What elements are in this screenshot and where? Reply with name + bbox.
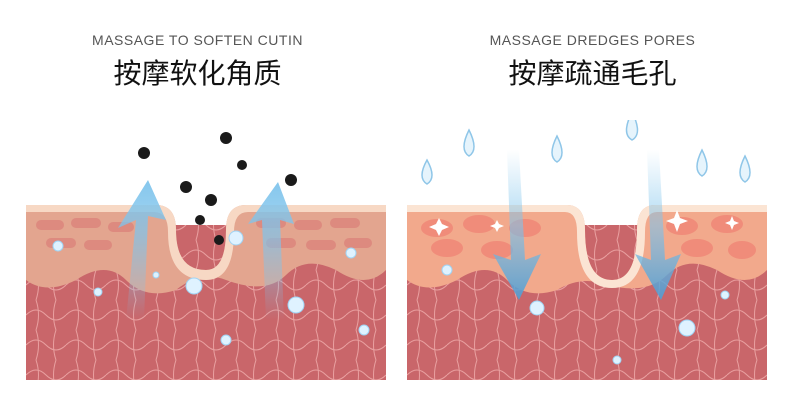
panel-dredge-pores: MASSAGE DREDGES PORES 按摩疏通毛孔 [395,0,790,417]
panel-title: 按摩软化角质 [0,52,395,92]
panel-subtitle: MASSAGE TO SOFTEN CUTIN [0,32,395,48]
panel-subtitle: MASSAGE DREDGES PORES [395,32,790,48]
skin-diagram-dredge [407,120,767,380]
skin-diagram-soften [26,120,386,380]
panel-soften-cutin: MASSAGE TO SOFTEN CUTIN 按摩软化角质 [0,0,395,417]
water-drop-icon [422,120,750,184]
panel-title: 按摩疏通毛孔 [395,52,790,92]
